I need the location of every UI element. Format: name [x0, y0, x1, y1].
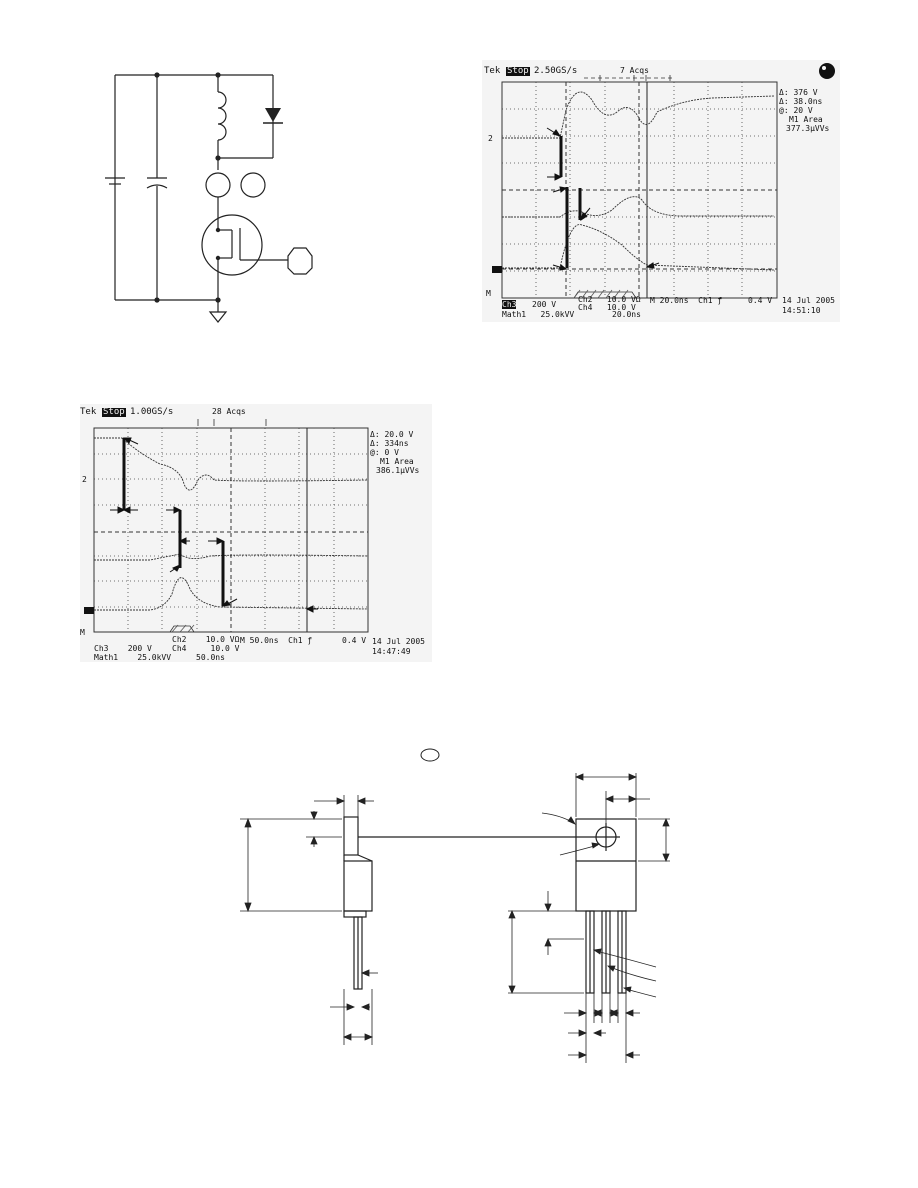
scope-2-ch4-scale: Ch4 10.0 V [172, 644, 240, 653]
scope-2-sample-rate: 1.00GS/s [130, 407, 174, 417]
scope-1-acquisitions: 7 Acqs [620, 66, 649, 75]
scope-2-delta-t: Δ: 334ns [370, 439, 409, 448]
scope-2-ref-m: M [80, 628, 85, 637]
scope-2-trigger-level: 0.4 V [342, 636, 367, 645]
scope-1-ch3-scale: 200 V [532, 300, 557, 309]
scope-1-ref-m: M [486, 289, 491, 298]
oscilloscope-capture-turn-off: Tek Stop 2.50GS/s 7 Acqs Δ: 376 V Δ: 38.… [482, 60, 840, 322]
scope-1-ch2-scale: Ch2 10.0 VΩ [578, 295, 641, 304]
scope-1-timebase: M 20.0ns Ch1 ƒ [650, 296, 723, 305]
scope-2-ref-2: 2 [82, 475, 87, 484]
scope-1-delta-t: Δ: 38.0ns [779, 97, 823, 106]
scope-1-date: 14 Jul 2005 [782, 296, 835, 305]
scope-1-ref-2: 2 [488, 134, 493, 143]
scope-2-time: 14:47:49 [372, 647, 411, 656]
oscilloscope-capture-turn-on: Tek Stop 1.00GS/s 28 Acqs Δ: 20.0 V Δ: 3… [80, 404, 432, 662]
scope-1-delta-v: Δ: 376 V [779, 88, 818, 97]
scope-2-brand: Tek [80, 407, 97, 417]
package-outline-drawing [240, 748, 670, 1063]
scope-2-ch3-scale: Ch3 200 V [94, 644, 152, 653]
scope-2-math-scale: Math1 25.0kVV [94, 653, 172, 662]
scope-2-ch2-scale: Ch2 10.0 VΩ [172, 635, 240, 644]
scope-2-acquisitions: 28 Acqs [212, 407, 246, 416]
scope-2-screen [84, 419, 369, 633]
scope-2-math-time: 50.0ns [196, 653, 225, 662]
test-circuit-schematic [105, 72, 313, 323]
scope-2-delta-v: Δ: 20.0 V [370, 430, 414, 439]
scope-2-date: 14 Jul 2005 [372, 637, 425, 646]
scope-2-cursor-at: @: 0 V [370, 448, 399, 457]
scope-1-brand: Tek [484, 66, 501, 76]
scope-1-ch3-label: Ch3 [502, 300, 517, 309]
scope-1-screen [492, 63, 835, 299]
scope-2-area-label: M1 Area [380, 457, 414, 466]
scope-1-math-scale: Math1 25.0kVV [502, 310, 575, 319]
scope-1-area-label: M1 Area [789, 115, 823, 124]
scope-1-ch4-scale: Ch4 10.0 V [578, 303, 636, 312]
scope-2-area-value: 386.1μVVs [376, 466, 420, 475]
scope-1-run-state: Stop [506, 66, 530, 76]
scope-1-trigger-level: 0.4 V [748, 296, 773, 305]
scope-1-sample-rate: 2.50GS/s [534, 66, 578, 76]
scope-1-time: 14:51:10 [782, 306, 821, 315]
scope-2-run-state: Stop [102, 407, 126, 417]
scope-1-cursor-at: @: 20 V [779, 106, 813, 115]
scope-2-timebase: M 50.0ns Ch1 ƒ [240, 636, 313, 645]
scope-1-area-value: 377.3μVVs [786, 124, 830, 133]
scope-1-math-time: 20.0ns [612, 310, 641, 319]
